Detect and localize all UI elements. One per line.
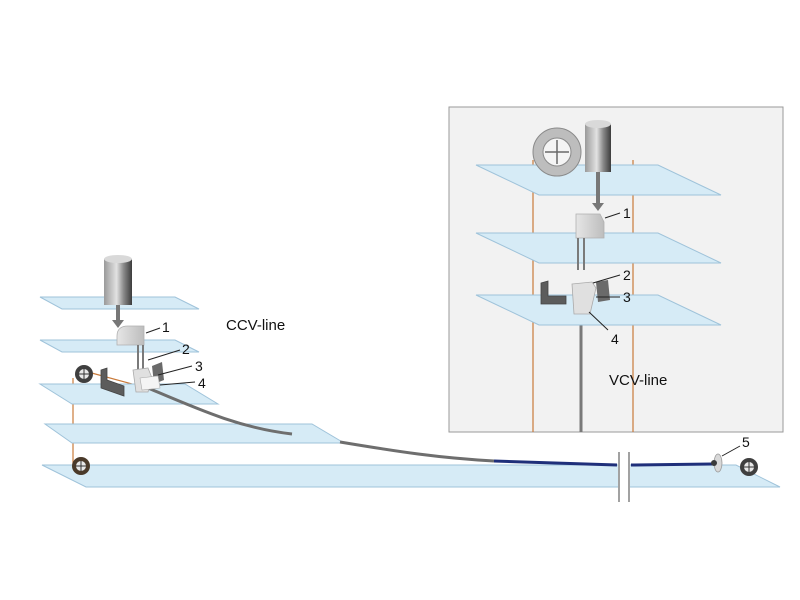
vcv-line-title: VCV-line [609,372,667,389]
ccv-takeup-reel-icon [72,457,90,475]
ccv-crosshead-icon [116,325,145,370]
ccv-line: 1 2 3 4 [38,255,781,502]
vcv-label-2: 2 [623,267,631,283]
vcv-extruder-icon [585,120,611,211]
end-unit-icon [711,453,723,473]
ccv-leader-3 [157,365,193,376]
vcv-crosshead-icon [575,213,605,270]
vcv-leader-4 [588,311,609,331]
ccv-payoff-reel-icon [75,365,93,383]
vcv-inset: 1 2 3 4 VCV-line [448,106,784,433]
end-reel-icon [740,458,758,476]
ccv-label-3: 3 [195,358,203,374]
ccv-leader-2 [147,349,181,361]
ccv-label-2: 2 [182,341,190,357]
ccv-mold-icon [100,362,164,397]
ccv-cable-blue-end [630,462,713,467]
vcv-reel-icon [532,127,582,177]
ccv-leader-1 [145,327,161,334]
ccv-platform-floor [41,464,781,488]
ccv-cable-blue [493,459,618,467]
ccv-cable-grey-lower [339,440,495,463]
vcv-mold-icon [540,280,610,315]
ccv-line-title: CCV-line [226,317,285,334]
ccv-label-1: 1 [162,319,170,335]
ccv-extruder-icon [104,255,132,328]
end-label-5: 5 [742,434,750,450]
ccv-label-4: 4 [198,375,206,391]
cable-break-icon [618,452,630,502]
end-leader-5 [721,445,741,457]
vcv-leader-2 [592,274,621,284]
ccv-platform-third [38,383,220,405]
ccv-cable-grey [147,386,293,436]
vcv-inset-frame [448,106,784,433]
vcv-leader-1 [604,212,621,219]
vcv-label-3: 3 [623,289,631,305]
vcv-label-1: 1 [623,205,631,221]
ccv-platform-fourth [43,423,346,444]
vcv-label-4: 4 [611,331,619,347]
ccv-leader-4 [159,381,196,386]
